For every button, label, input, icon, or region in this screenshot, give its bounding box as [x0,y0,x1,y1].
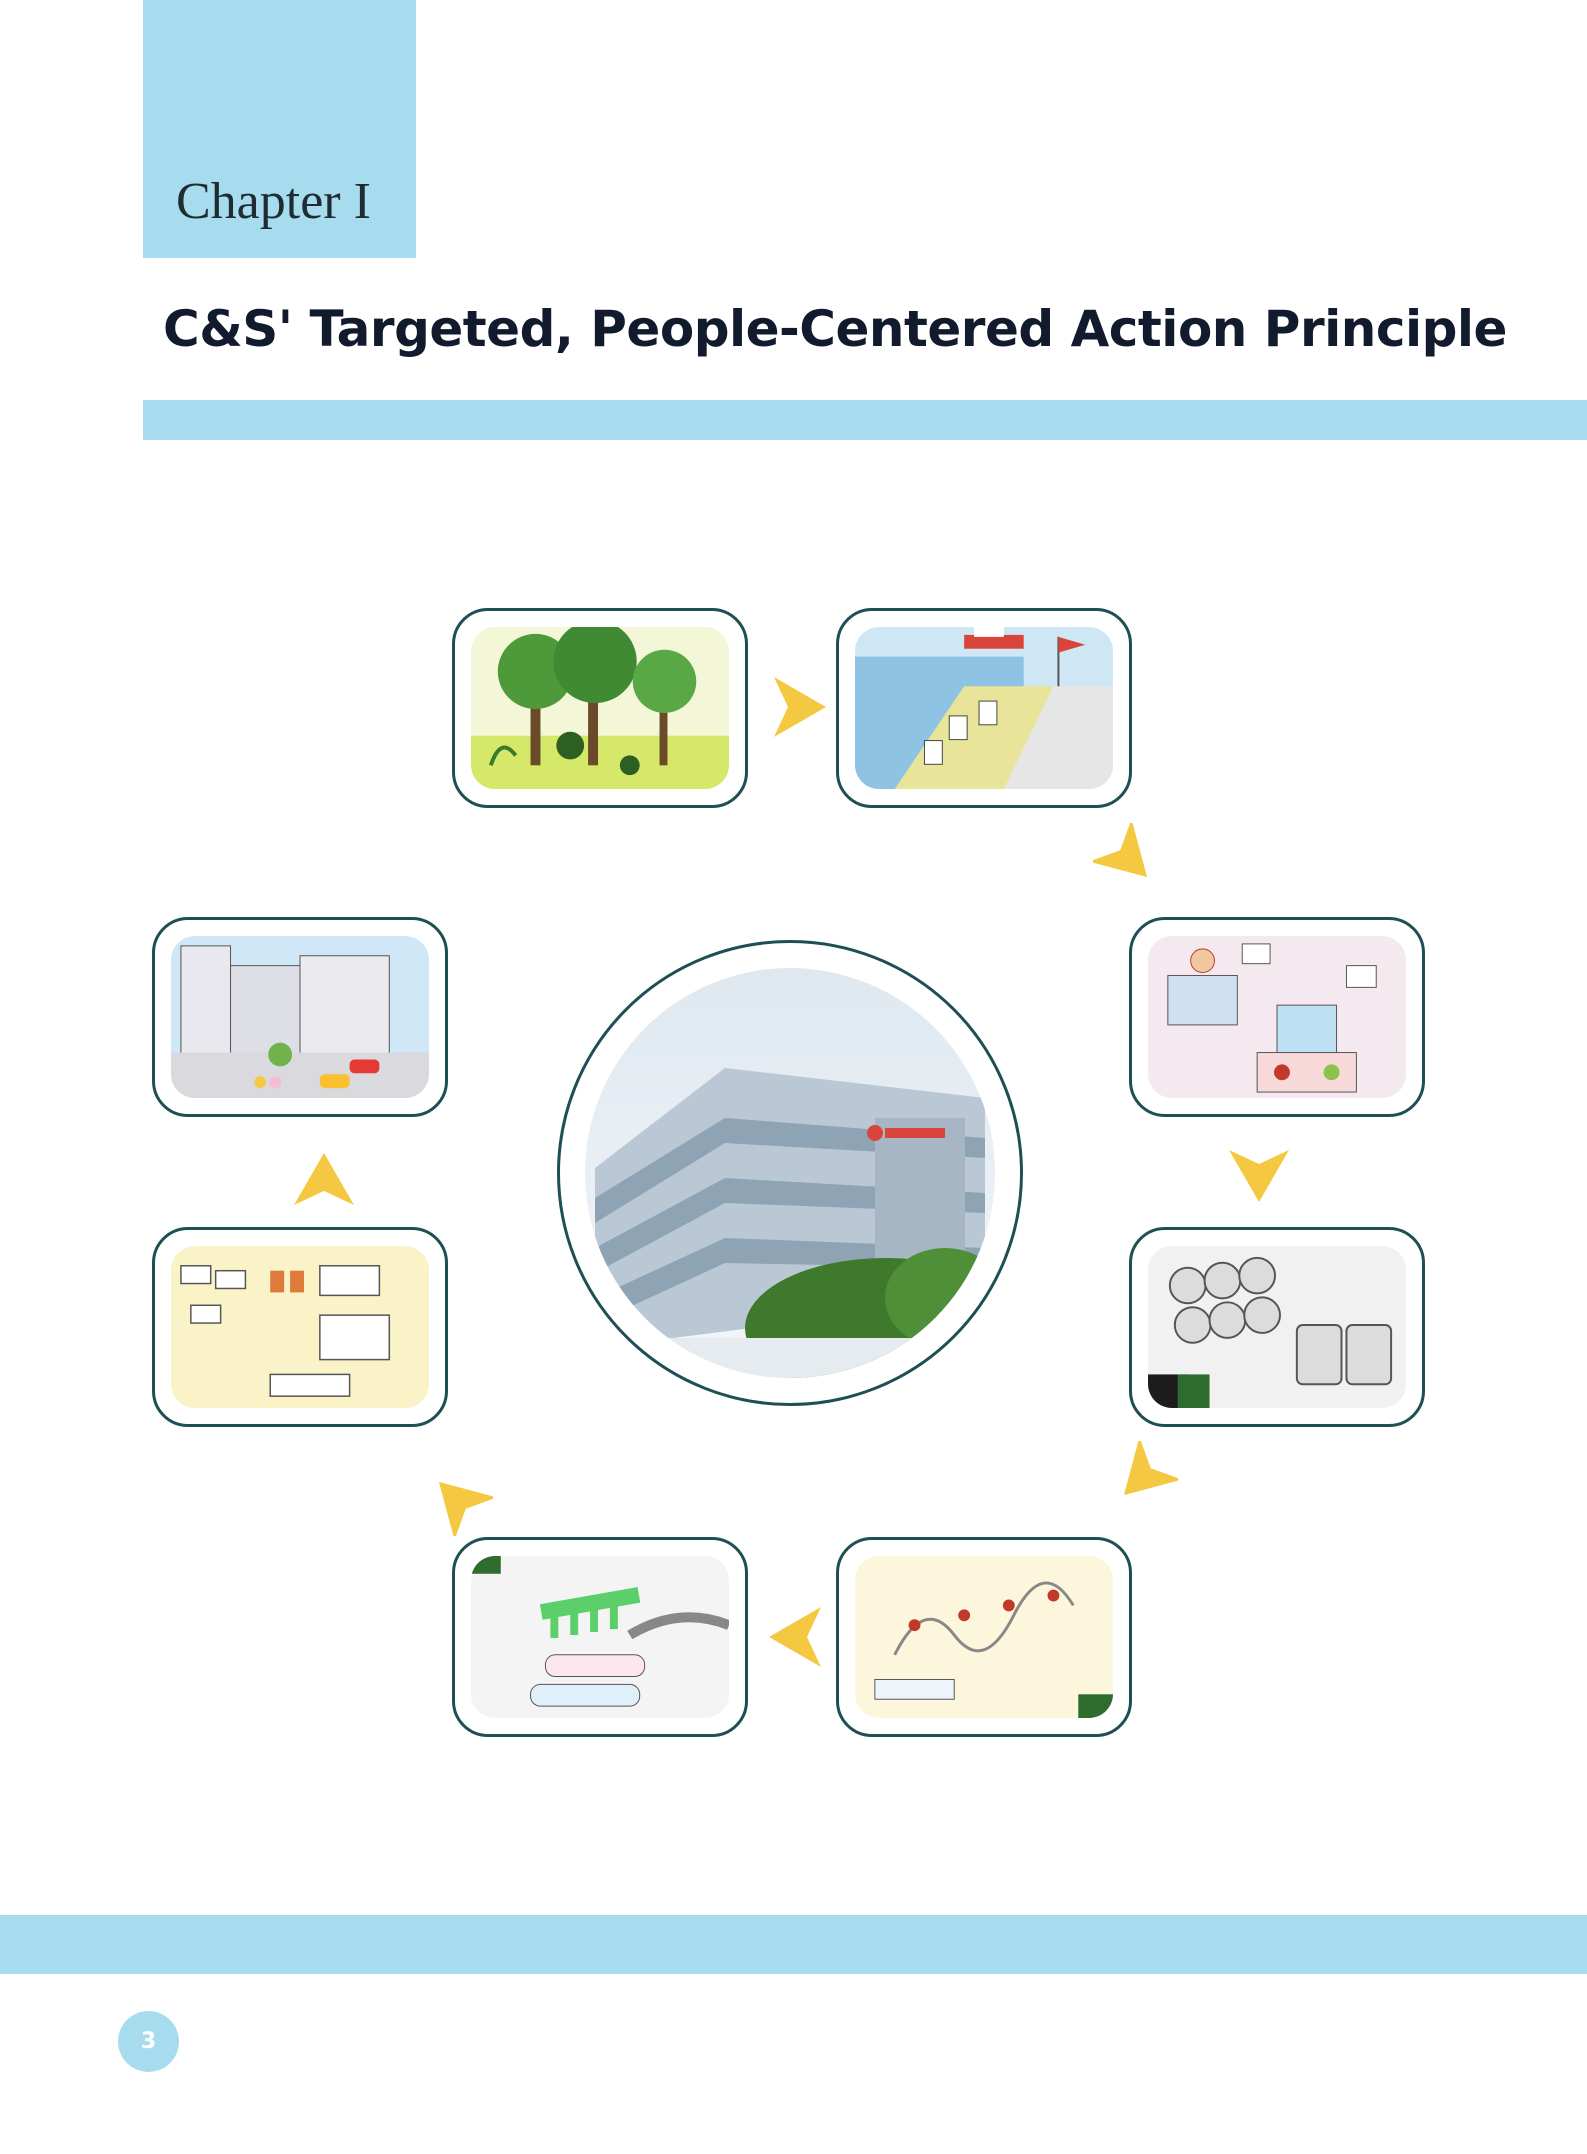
chapter-label: Chapter I [176,173,371,230]
triangle-arrow-icon [761,1602,831,1672]
triangle-arrow-icon [764,672,834,742]
paper-rolls-illustration [1129,1227,1425,1427]
chapter-tab: Chapter I [143,0,416,258]
page-number: 3 [118,2011,179,2072]
pulp-processing-illustration [1129,917,1425,1117]
triangle-arrow-icon [1224,1140,1294,1210]
forest-illustration [452,608,748,808]
paper-products-shipping-illustration [836,608,1132,808]
packaged-products-illustration [152,1227,448,1427]
triangle-arrow-icon [423,1466,493,1536]
triangle-arrow-icon [1108,1441,1178,1511]
office-buildings-illustration [152,917,448,1117]
triangle-arrow-icon [289,1145,359,1215]
footer-bar [0,1915,1587,1974]
roll-cutting-illustration [836,1537,1132,1737]
company-headquarters-photo [557,940,1023,1406]
title-divider-bar [143,400,1587,440]
page-title: C&S' Targeted, People-Centered Action Pr… [163,300,1507,358]
tissue-folding-illustration [452,1537,748,1737]
triangle-arrow-icon [1093,823,1163,893]
